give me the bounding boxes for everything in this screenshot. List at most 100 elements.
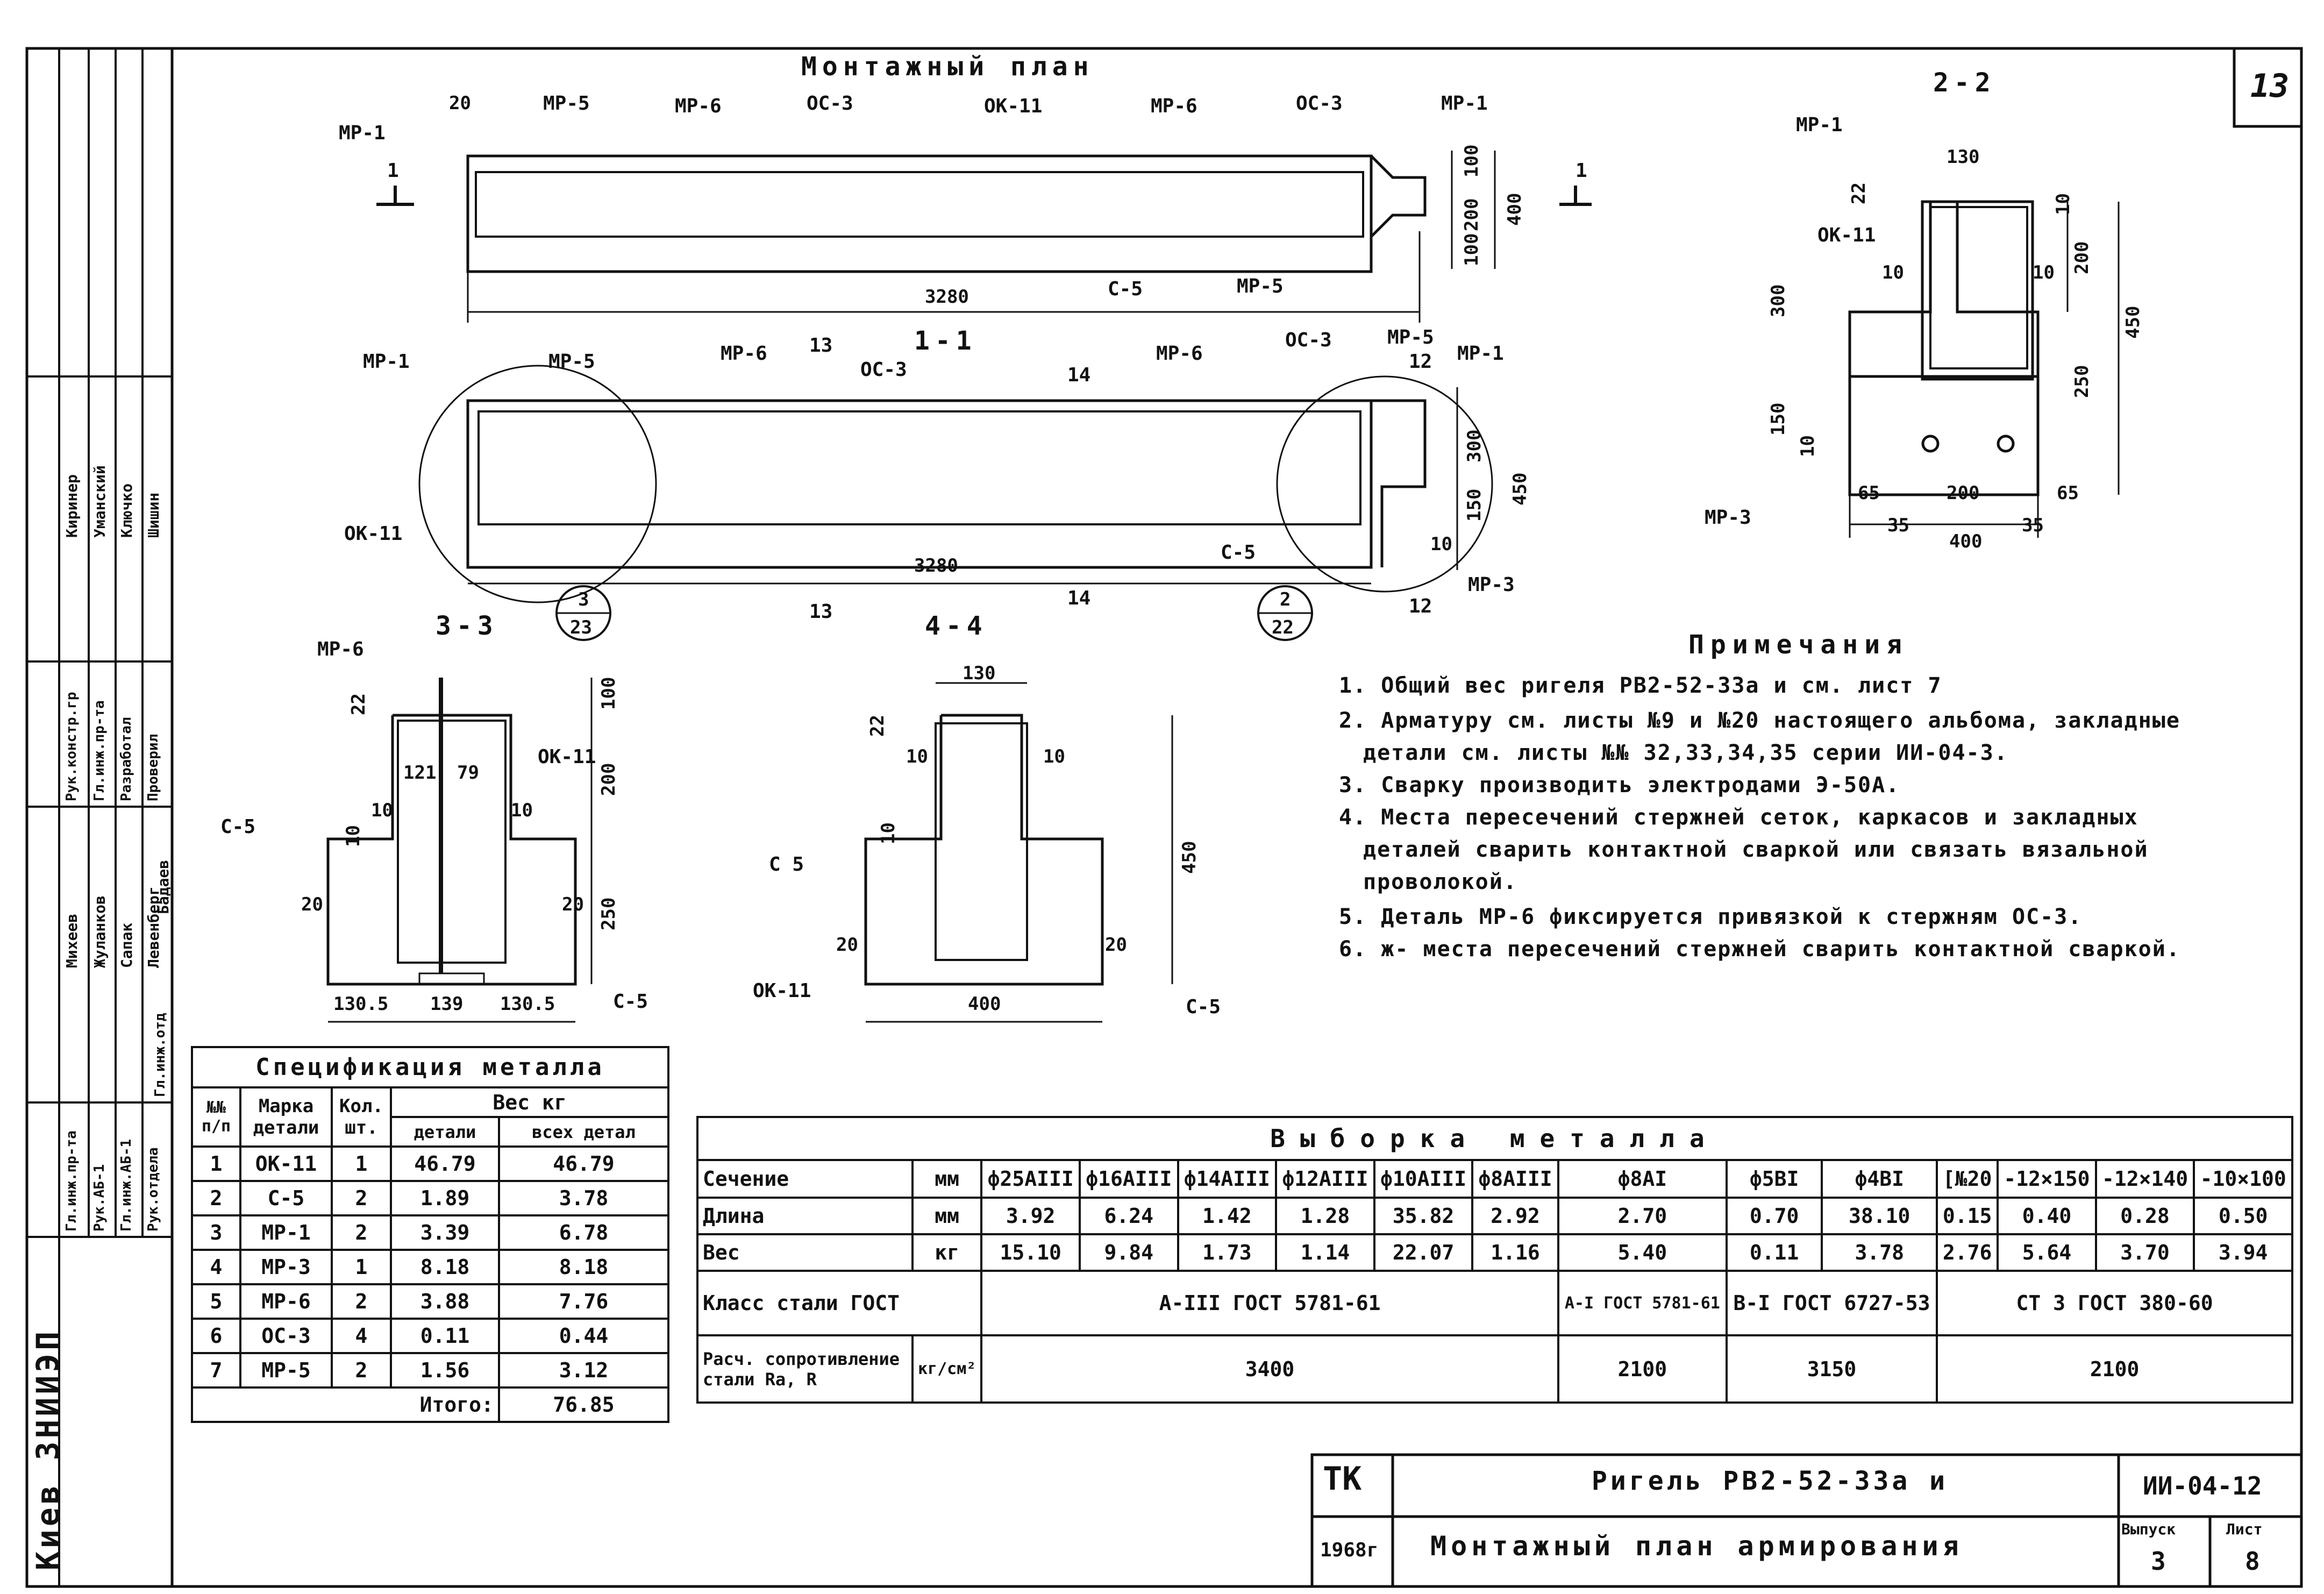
col-header: ф16АIII bbox=[1078, 1159, 1179, 1199]
s11-mp1b: МР-1 bbox=[1457, 343, 1504, 365]
weight-cell: 1.14 bbox=[1275, 1233, 1375, 1272]
unit-resistance: кг/см² bbox=[911, 1334, 983, 1404]
spec-h-total: всех детал bbox=[497, 1116, 670, 1148]
spec-cell: 8.18 bbox=[497, 1249, 670, 1285]
class-b1: В-I ГОСТ 6727-53 bbox=[1725, 1270, 1938, 1336]
stamp-role: Проверил bbox=[145, 734, 161, 801]
cut-12-top: 12 bbox=[1409, 351, 1432, 373]
spec-cell: 1 bbox=[191, 1145, 241, 1182]
cut-12-bot: 12 bbox=[1409, 595, 1432, 617]
sheet-number: 13 bbox=[2250, 67, 2290, 105]
label-mp1: МР-1 bbox=[339, 122, 386, 144]
tb-sheet-title: Монтажный план армирования bbox=[1430, 1531, 1963, 1562]
dim-3280-top: 3280 bbox=[925, 286, 969, 308]
spec-cell: 1 bbox=[331, 1249, 392, 1285]
col-header: ф8АI bbox=[1557, 1159, 1728, 1199]
label-mp5b: МР-5 bbox=[1237, 275, 1284, 297]
spec-cell: 4 bbox=[331, 1318, 392, 1354]
weight-cell: 0.11 bbox=[1725, 1233, 1823, 1272]
weight-cell: 2.76 bbox=[1936, 1233, 1999, 1272]
dim-400: 400 bbox=[1504, 193, 1525, 226]
s33-dim-121: 121 bbox=[403, 762, 437, 784]
s22-mp1: МР-1 bbox=[1796, 114, 1843, 136]
spec-cell: 1.89 bbox=[390, 1180, 500, 1216]
length-cell: 0.70 bbox=[1725, 1197, 1823, 1235]
section-4-4-linework bbox=[864, 682, 1173, 1023]
spec-cell: 3.39 bbox=[390, 1214, 500, 1251]
s22-dim-400: 400 bbox=[1949, 531, 1983, 552]
s44-dim-450: 450 bbox=[1179, 841, 1200, 874]
s11-os3b: ОС-3 bbox=[1285, 329, 1332, 351]
label-mp6: МР-6 bbox=[675, 95, 722, 117]
s22-dim-200b: 200 bbox=[1947, 482, 1980, 504]
spec-cell: 2 bbox=[331, 1180, 392, 1216]
side-stamp-grid bbox=[27, 48, 172, 1586]
spec-cell: ОК-11 bbox=[239, 1145, 333, 1182]
col-header: ф5ВI bbox=[1725, 1159, 1823, 1199]
class-a1: A-I ГОСТ 5781-61 bbox=[1557, 1270, 1728, 1336]
spec-cell: 46.79 bbox=[390, 1145, 500, 1182]
section-2-2-linework bbox=[1848, 200, 2120, 538]
col-header: ф4ВI bbox=[1821, 1159, 1938, 1199]
s22-dim-35a: 35 bbox=[1887, 515, 1909, 536]
s33-dim-20b: 20 bbox=[562, 894, 584, 915]
stamp-role: Гл.инж.отд bbox=[152, 1013, 168, 1097]
s44-dim-10b: 10 bbox=[1043, 746, 1065, 767]
row-label-length: Длина bbox=[696, 1197, 914, 1235]
s33-dim-10c: 10 bbox=[343, 825, 364, 847]
stamp-name: Михеев bbox=[63, 913, 81, 968]
s22-dim-450: 450 bbox=[2122, 305, 2144, 339]
length-cell: 0.50 bbox=[2193, 1197, 2293, 1235]
spec-h-weight: Вес кг bbox=[390, 1086, 669, 1118]
s44-dim-20a: 20 bbox=[836, 934, 858, 956]
weight-cell: 3.70 bbox=[2094, 1233, 2195, 1272]
s44-dim-10c: 10 bbox=[878, 822, 899, 844]
s33-dim-79: 79 bbox=[457, 762, 479, 784]
spec-cell: 4 bbox=[191, 1249, 241, 1285]
section-1-1-linework bbox=[418, 365, 1493, 641]
row-label-resistance: Расч. сопротивление стали Ra, R bbox=[696, 1334, 914, 1404]
s33-dim-20a: 20 bbox=[301, 894, 323, 915]
spec-cell: 2 bbox=[331, 1283, 392, 1320]
sheet-frame bbox=[25, 47, 2303, 1588]
col-header: ф25АIII bbox=[980, 1159, 1081, 1199]
s33-dim-22: 22 bbox=[348, 693, 369, 715]
spec-table: Спецификация металла №№ п/п Марка детали… bbox=[191, 1046, 670, 1423]
stamp-role: Гл.инж.АБ-1 bbox=[118, 1138, 134, 1232]
s11-mp5: МР-5 bbox=[548, 351, 595, 373]
stamp-name: Уманский bbox=[91, 465, 109, 538]
weight-cell: 5.64 bbox=[1997, 1233, 2097, 1272]
spec-cell: 46.79 bbox=[497, 1145, 670, 1182]
s11-mp3: МР-3 bbox=[1468, 574, 1515, 596]
cut-14-top: 14 bbox=[1067, 364, 1091, 386]
s11-mp5b: МР-5 bbox=[1387, 326, 1434, 348]
note-1: 1. Общий вес ригеля РВ2-52-33а и см. лис… bbox=[1339, 673, 1942, 698]
s33-dim-100: 100 bbox=[598, 677, 619, 710]
label-mp6b: МР-6 bbox=[1151, 95, 1197, 117]
length-cell: 3.92 bbox=[980, 1197, 1081, 1235]
section-mark-left: 1 bbox=[387, 160, 399, 182]
col-header: -12×140 bbox=[2094, 1159, 2195, 1199]
spec-cell: 1 bbox=[331, 1145, 392, 1182]
s11-mp1: МР-1 bbox=[363, 351, 410, 373]
length-cell: 35.82 bbox=[1373, 1197, 1474, 1235]
notes-heading: Примечания bbox=[1688, 630, 1908, 660]
weight-cell: 9.84 bbox=[1078, 1233, 1179, 1272]
s33-dim-10b: 10 bbox=[511, 800, 533, 821]
res-a1: 2100 bbox=[1557, 1334, 1728, 1404]
stamp-name: Сапак bbox=[118, 922, 136, 968]
label-os3: ОС-3 bbox=[807, 92, 853, 115]
s33-c5b: С-5 bbox=[613, 991, 648, 1013]
spec-cell: 7.76 bbox=[497, 1283, 670, 1320]
cut-13-bot: 13 bbox=[809, 601, 833, 623]
spec-h-qty: Кол. шт. bbox=[331, 1086, 392, 1148]
s22-dim-65b: 65 bbox=[2057, 482, 2079, 504]
stamp-role: Гл.инж.пр-та bbox=[63, 1130, 80, 1232]
unit-weight: кг bbox=[911, 1233, 983, 1272]
length-cell: 0.40 bbox=[1997, 1197, 2097, 1235]
